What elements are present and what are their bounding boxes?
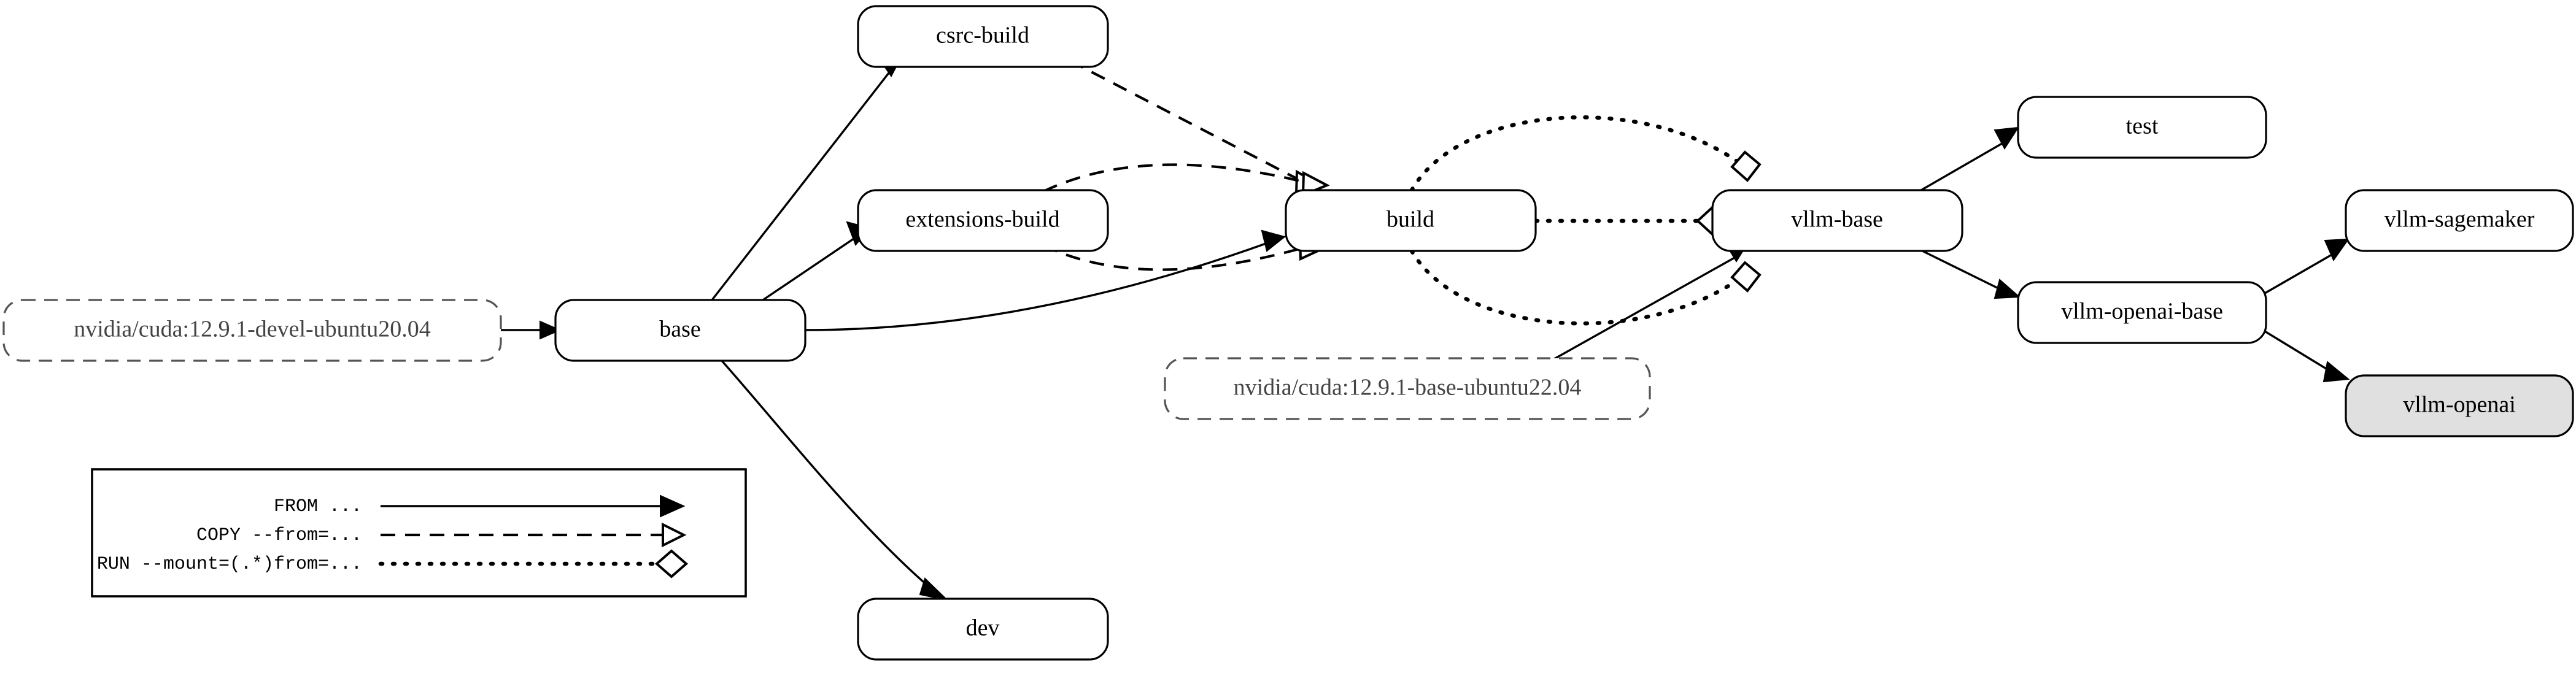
node-test[interactable]: test xyxy=(2017,96,2267,159)
legend-label-copy: COPY --from=... xyxy=(196,525,362,546)
node-vllm-sagemaker-shape xyxy=(2345,189,2574,252)
node-dev[interactable]: dev xyxy=(857,598,1109,661)
node-build-shape xyxy=(1285,189,1537,252)
node-vllm-openai-base[interactable]: vllm-openai-base xyxy=(2017,281,2267,344)
node-build[interactable]: build xyxy=(1285,189,1537,252)
legend: FROM ... COPY --from=... RUN --mount=(.*… xyxy=(91,468,747,598)
node-vllm-openai-base-shape xyxy=(2017,281,2267,344)
legend-item-from: FROM ... xyxy=(274,494,686,518)
edge-vllm-base-to-vllm-openai-base xyxy=(1920,249,2021,299)
node-vllm-base[interactable]: vllm-base xyxy=(1711,189,1963,252)
node-vllm-sagemaker[interactable]: vllm-sagemaker xyxy=(2345,189,2574,252)
edge-base-to-dev xyxy=(721,359,950,601)
node-cuda-devel-shape xyxy=(2,299,502,362)
legend-label-from: FROM ... xyxy=(274,496,362,517)
node-vllm-base-shape xyxy=(1711,189,1963,252)
legend-box xyxy=(91,468,747,598)
edge-cuda-devel-to-base xyxy=(501,320,562,340)
node-extensions-build-label: extensions-build xyxy=(905,207,1059,233)
edge-build-to-vllm-base-upper xyxy=(1409,115,1762,193)
edge-build-to-vllm-base-lower xyxy=(1409,248,1762,326)
edge-base-to-build xyxy=(805,229,1286,331)
node-test-label: test xyxy=(2126,113,2159,139)
node-base-shape xyxy=(554,299,806,362)
edge-vllm-openai-base-to-vllm-openai xyxy=(2264,330,2350,383)
node-base[interactable]: base xyxy=(554,299,806,362)
node-dev-shape xyxy=(857,598,1109,661)
node-cuda-base-shape xyxy=(1164,357,1651,420)
edge-base-to-csrc-build xyxy=(711,54,903,301)
edge-build-to-vllm-base-straight xyxy=(1533,206,1729,236)
legend-arrowhead-filled-triangle-icon xyxy=(660,494,686,518)
node-base-label: base xyxy=(659,317,701,342)
node-cuda-devel[interactable]: nvidia/cuda:12.9.1-devel-ubuntu20.04 xyxy=(2,299,502,362)
node-vllm-openai-shape xyxy=(2345,374,2574,437)
node-vllm-openai[interactable]: vllm-openai xyxy=(2345,374,2574,437)
node-extensions-build[interactable]: extensions-build xyxy=(857,189,1109,252)
node-build-label: build xyxy=(1387,207,1434,233)
node-vllm-sagemaker-label: vllm-sagemaker xyxy=(2385,207,2535,233)
node-vllm-base-label: vllm-base xyxy=(1791,207,1883,233)
node-csrc-build[interactable]: csrc-build xyxy=(857,5,1109,68)
node-layer: nvidia/cuda:12.9.1-devel-ubuntu20.04 bas… xyxy=(2,5,2574,661)
node-csrc-build-label: csrc-build xyxy=(936,23,1029,48)
node-test-shape xyxy=(2017,96,2267,159)
legend-arrowhead-hollow-triangle-icon xyxy=(662,522,687,548)
node-extensions-build-shape xyxy=(857,189,1109,252)
edge-vllm-openai-base-to-vllm-sagemaker xyxy=(2264,238,2350,294)
node-cuda-base-label: nvidia/cuda:12.9.1-base-ubuntu22.04 xyxy=(1234,375,1582,401)
edge-vllm-base-to-test xyxy=(1920,126,2019,191)
legend-label-run: RUN --mount=(.*)from=... xyxy=(97,554,362,575)
edge-base-to-extensions-build xyxy=(762,221,872,301)
node-vllm-openai-label: vllm-openai xyxy=(2403,392,2516,418)
edge-layer xyxy=(501,37,2350,601)
legend-item-run: RUN --mount=(.*)from=... xyxy=(97,549,689,579)
node-dev-label: dev xyxy=(966,615,1000,641)
node-cuda-base[interactable]: nvidia/cuda:12.9.1-base-ubuntu22.04 xyxy=(1164,357,1651,420)
node-cuda-devel-label: nvidia/cuda:12.9.1-devel-ubuntu20.04 xyxy=(74,317,431,342)
legend-item-copy: COPY --from=... xyxy=(196,522,687,548)
legend-arrowhead-hollow-diamond-icon xyxy=(654,549,689,579)
node-vllm-openai-base-label: vllm-openai-base xyxy=(2061,299,2223,325)
node-csrc-build-shape xyxy=(857,5,1109,68)
